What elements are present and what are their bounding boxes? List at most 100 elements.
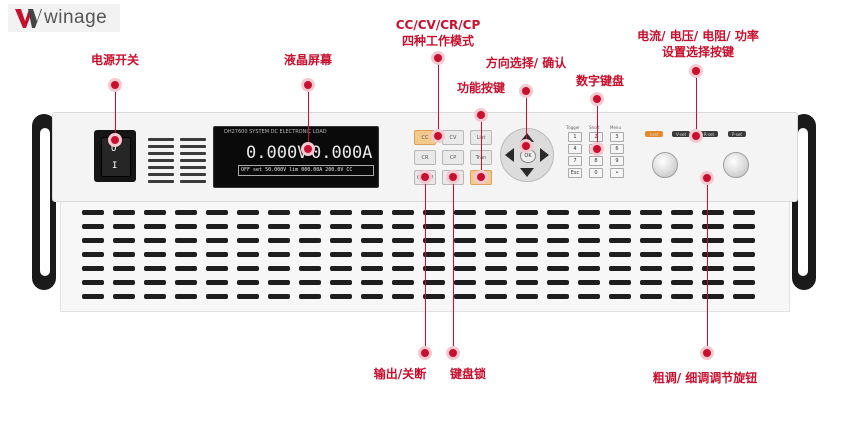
keypad-key[interactable]: 3 [610,132,624,142]
vent-slot [144,252,166,257]
vent-slot [578,294,600,299]
vent-slot [485,238,507,243]
vent-slot [268,252,290,257]
vent-slot [640,280,662,285]
vent-slot [392,224,414,229]
keypad-key[interactable]: • [610,168,624,178]
vent-slot [733,280,755,285]
cooling-slot [180,159,206,162]
vent-slot [175,294,197,299]
vent-slot [144,224,166,229]
keypad-key[interactable]: 0 [589,168,603,178]
cc-button[interactable]: CC [414,130,436,145]
keypad-key[interactable]: Esc [568,168,582,178]
brand-name: winage [44,7,108,28]
vent-slot [392,294,414,299]
vent-slot [206,294,228,299]
vent-slot [361,294,383,299]
vent-slot [702,224,724,229]
keypad-key[interactable]: 7 [568,156,582,166]
keypad-key[interactable]: 6 [610,144,624,154]
ok-button[interactable]: OK [520,149,536,163]
leader-output [425,177,426,353]
vent-slot [206,224,228,229]
vent-slot [268,224,290,229]
vent-slot [578,280,600,285]
vent-slot [671,224,693,229]
vent-slot [516,224,538,229]
marker-lcd-end [304,145,312,153]
power-on-mark: O [111,144,117,154]
vent-slot [299,252,321,257]
vent-slot [485,210,507,215]
vent-slot [578,238,600,243]
vent-slot [733,252,755,257]
vent-slot [702,294,724,299]
vent-slot [454,252,476,257]
lcd-title: DH27600 SYSTEM DC ELECTRONIC LOAD [224,129,327,135]
vent-slot [423,210,445,215]
i-set-button[interactable]: I-set [645,131,663,137]
v-set-button[interactable]: V-set [672,131,690,137]
arrow-up-icon [520,133,534,142]
vent-slot [144,238,166,243]
keypad-key[interactable]: 2 [589,132,603,142]
vent-slot [82,238,104,243]
vent-slot [175,266,197,271]
cp-button[interactable]: CP [442,150,464,165]
marker-lock [449,349,457,357]
cooling-slot [148,166,174,169]
vent-slot [299,294,321,299]
vent-slot [237,280,259,285]
keypad-key[interactable]: 1 [568,132,582,142]
marker-power-switch [111,81,119,89]
callout-function-keys: 功能按键 [456,81,506,95]
vent-slot [454,280,476,285]
cr-button[interactable]: CR [414,150,436,165]
cooling-slot [180,166,206,169]
vent-slot [702,252,724,257]
vent-slot [578,266,600,271]
vent-slot [237,294,259,299]
vent-slot [206,252,228,257]
cv-button[interactable]: CV [442,130,464,145]
vent-slot [485,280,507,285]
vent-slot [206,280,228,285]
cooling-slot [180,138,206,141]
fine-knob[interactable] [723,152,749,178]
marker-power-switch-end [111,136,119,144]
vent-slot [423,224,445,229]
keypad-key[interactable]: 4 [568,144,582,154]
vent-slot [733,238,755,243]
short-label: Short [589,125,600,130]
vent-slot [82,252,104,257]
vent-slot [392,210,414,215]
vent-slot [113,294,135,299]
cooling-slot [148,145,174,148]
keypad-key[interactable]: 9 [610,156,624,166]
coarse-knob[interactable] [652,152,678,178]
vent-slot [609,224,631,229]
callout-modes-line2: 四种工作模式 [401,34,475,48]
keypad-key[interactable]: 8 [589,156,603,166]
marker-knobs [703,349,711,357]
callout-output-switch: 输出/关断 [373,367,427,381]
vent-slot [547,224,569,229]
p-set-button[interactable]: P-set [728,131,746,137]
lcd-status-bar [238,165,374,176]
vent-slot [640,210,662,215]
vent-slot [547,294,569,299]
callout-set-keys-line1: 电流/ 电压/ 电阻/ 功率 [637,29,759,43]
vent-slot [82,210,104,215]
cooling-slot [148,180,174,183]
callout-direction: 方向选择/ 确认 [485,56,567,70]
vent-slot [175,252,197,257]
vent-slot [702,210,724,215]
vent-slot [423,266,445,271]
vent-slot [702,280,724,285]
vent-slot [609,252,631,257]
vent-slot [547,280,569,285]
r-set-button[interactable]: R-set [700,131,718,137]
vent-slot [330,238,352,243]
vent-slot [733,294,755,299]
